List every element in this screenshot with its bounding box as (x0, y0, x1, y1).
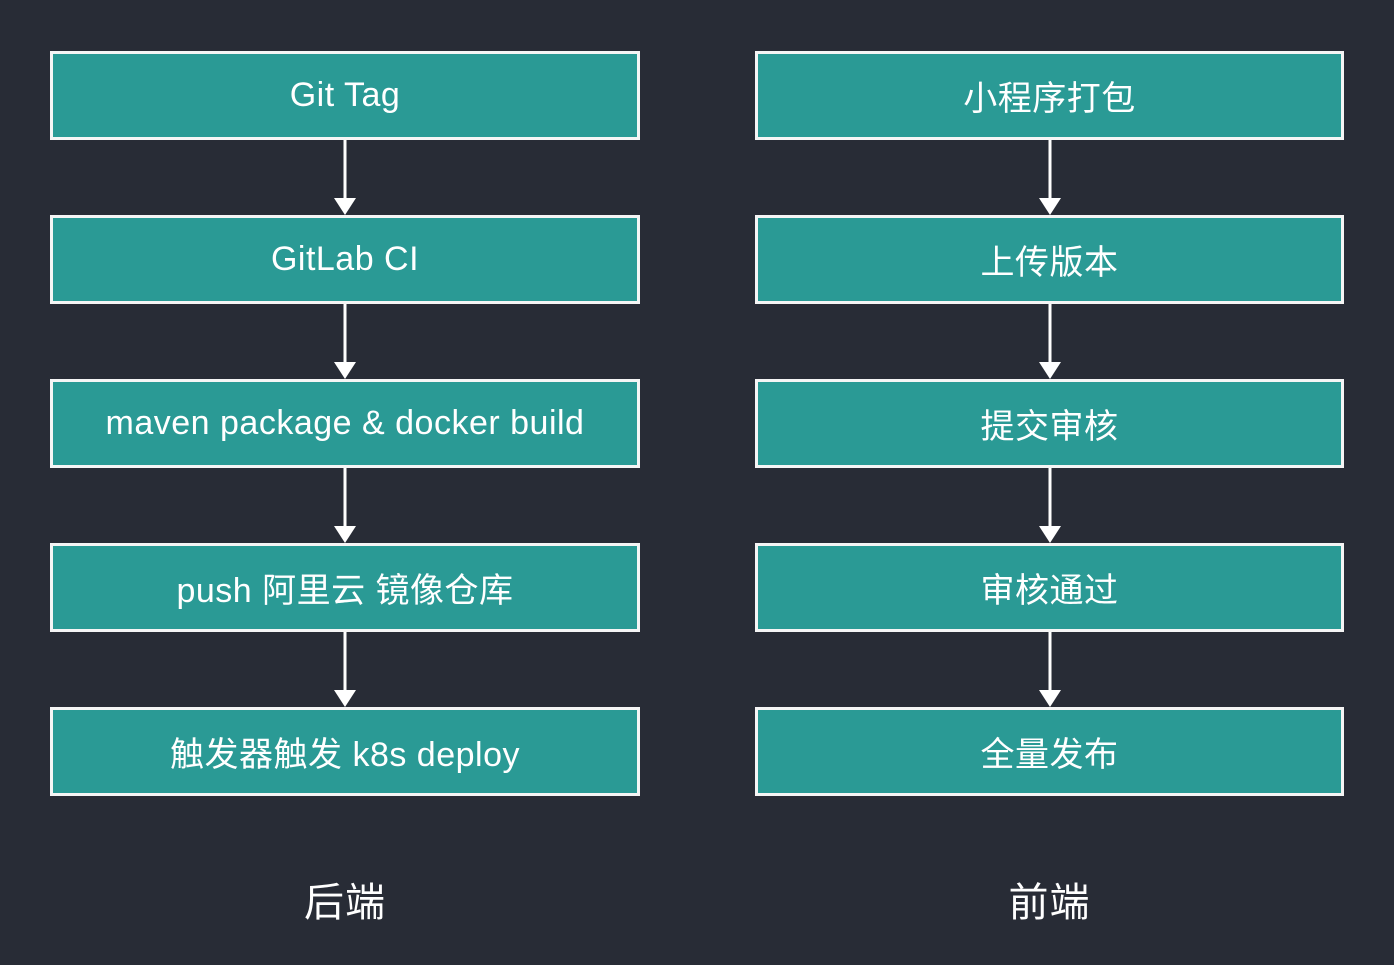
down-arrow-connector (755, 468, 1344, 543)
arrow-head-icon (1038, 198, 1061, 215)
column-label-frontend: 前端 (1008, 881, 1091, 925)
column-label-backend: 后端 (304, 881, 386, 925)
flow-node-git-tag: Git Tag (50, 51, 640, 140)
arrow-shaft (343, 468, 347, 530)
arrow-shaft (343, 140, 347, 202)
arrow-head-icon (334, 198, 356, 215)
arrow-head-icon (334, 362, 356, 379)
frontend-pipeline-column: 小程序打包 上传版本 提交审核 审核通过 全量发布 前端 (755, 51, 1344, 928)
arrow-head-icon (334, 526, 356, 543)
flow-node-upload-version: 上传版本 (755, 215, 1344, 304)
flow-node-k8s-deploy: 触发器触发 k8s deploy (50, 707, 640, 796)
down-arrow-connector (50, 140, 640, 215)
down-arrow-connector (755, 632, 1344, 707)
down-arrow-connector (50, 632, 640, 707)
arrow-head-icon (1038, 526, 1061, 543)
down-arrow-connector (755, 140, 1344, 215)
flow-node-full-release: 全量发布 (755, 707, 1344, 796)
arrow-head-icon (1038, 690, 1061, 707)
arrow-shaft (1048, 140, 1051, 202)
down-arrow-connector (755, 304, 1344, 379)
flow-node-push-registry: push 阿里云 镜像仓库 (50, 543, 640, 632)
flow-node-gitlab-ci: GitLab CI (50, 215, 640, 304)
flow-node-miniprogram-package: 小程序打包 (755, 51, 1344, 140)
arrow-shaft (1048, 304, 1051, 366)
arrow-shaft (343, 304, 347, 366)
backend-pipeline-column: Git Tag GitLab CI maven package & docker… (50, 51, 640, 928)
down-arrow-connector (50, 304, 640, 379)
flow-node-maven-docker-build: maven package & docker build (50, 379, 640, 468)
flow-node-review-passed: 审核通过 (755, 543, 1344, 632)
arrow-head-icon (1038, 362, 1061, 379)
flow-node-submit-review: 提交审核 (755, 379, 1344, 468)
arrow-shaft (1048, 468, 1051, 530)
arrow-head-icon (334, 690, 356, 707)
arrow-shaft (343, 632, 347, 694)
arrow-shaft (1048, 632, 1051, 694)
down-arrow-connector (50, 468, 640, 543)
